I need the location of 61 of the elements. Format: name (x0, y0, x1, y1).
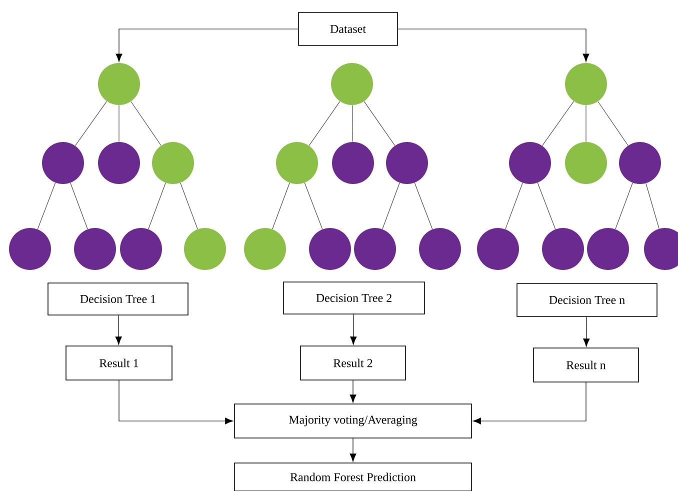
tree-node-circle (74, 228, 116, 270)
tree-node-circle (9, 228, 51, 270)
process-box: Random Forest Prediction (234, 462, 472, 491)
tree-node-circle (152, 142, 194, 184)
connector-line (74, 101, 108, 146)
process-box: Result n (533, 348, 639, 382)
connector-line (542, 101, 574, 146)
arrow (118, 380, 234, 424)
process-box: Decision Tree n (516, 283, 658, 317)
connector-line (130, 101, 162, 146)
connector-line (646, 183, 660, 229)
tree-node-circle (331, 63, 373, 105)
arrow (116, 28, 298, 62)
tree-node-circle (98, 63, 140, 105)
connector-line (304, 182, 323, 230)
connector-line (180, 182, 198, 230)
connector-line (505, 182, 523, 230)
connector-line (598, 101, 628, 146)
tree-node-circle (565, 142, 607, 184)
arrow (115, 315, 122, 345)
tree-node-circle (477, 228, 519, 270)
connector-line (414, 182, 433, 230)
connector-line (70, 182, 88, 230)
arrow (398, 28, 590, 62)
tree-node-circle (419, 228, 461, 270)
tree-node-circle (184, 228, 226, 270)
tree-node-circle (244, 228, 286, 270)
tree-node-circle (42, 142, 84, 184)
connector-line (272, 182, 290, 230)
connector-line (382, 182, 400, 230)
arrow (350, 314, 357, 345)
connector-line (364, 101, 396, 146)
arrow (472, 382, 586, 424)
tree-node-circle (309, 228, 351, 270)
process-box: Decision Tree 1 (48, 282, 188, 316)
tree-node-circle (332, 142, 374, 184)
tree-node-circle (509, 142, 551, 184)
tree-node-circle (276, 142, 318, 184)
tree-node-circle (619, 142, 661, 184)
tree-node-circle (587, 228, 629, 270)
tree-node-circle (354, 228, 396, 270)
tree-node-circle (98, 142, 140, 184)
tree-node-circle (542, 228, 584, 270)
arrow (583, 316, 590, 347)
process-box: Result 2 (300, 346, 406, 380)
tree-node-circle (386, 142, 428, 184)
arrow (350, 380, 356, 403)
arrow (350, 438, 356, 462)
connector-line (615, 182, 633, 230)
tree-node-circle (120, 228, 162, 270)
process-box: Result 1 (66, 346, 172, 380)
process-box: Decision Tree 2 (283, 282, 425, 314)
process-box: Dataset (298, 12, 398, 46)
process-box: Majority voting/Averaging (234, 404, 472, 438)
connector-line (37, 182, 56, 230)
connector-line (352, 104, 354, 142)
connector-line (308, 101, 340, 146)
connector-line (118, 104, 120, 142)
connector-line (148, 182, 166, 230)
tree-node-circle (565, 63, 607, 105)
connector-line (537, 182, 556, 230)
